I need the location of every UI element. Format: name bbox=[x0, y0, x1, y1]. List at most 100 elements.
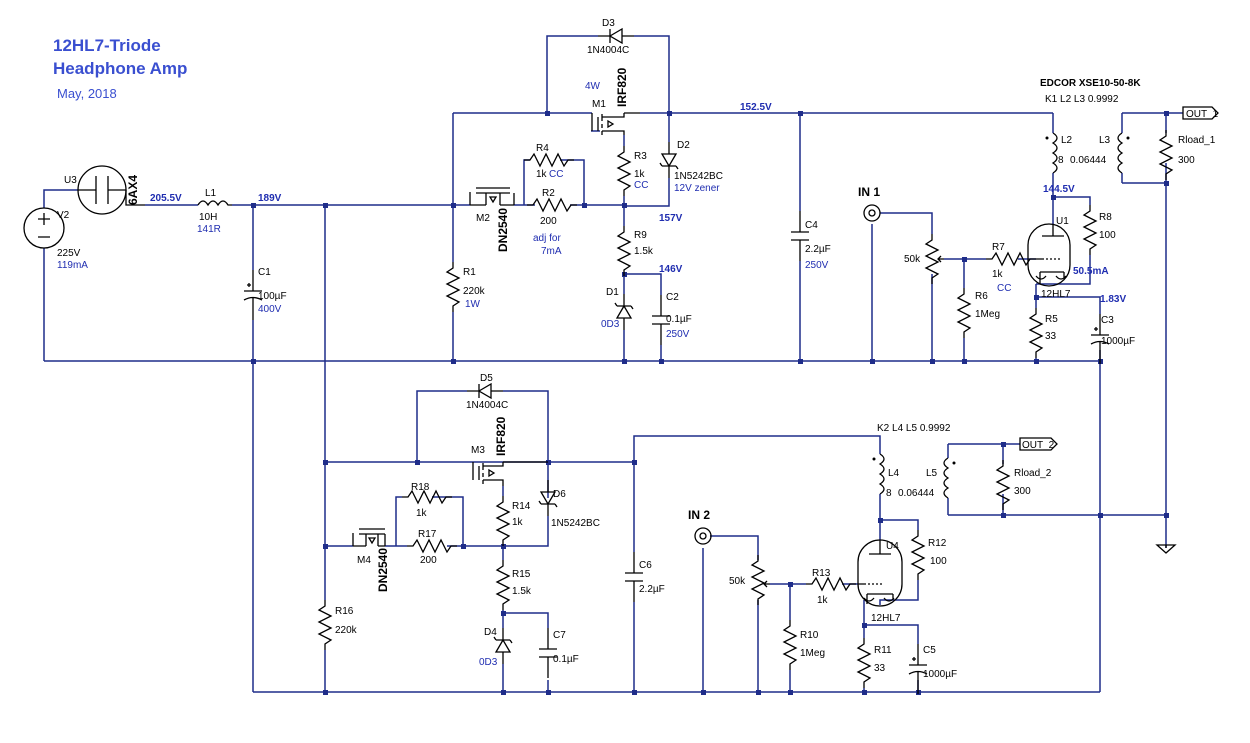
resistor-r6[interactable] bbox=[957, 287, 971, 339]
d2-ref: D2 bbox=[677, 140, 690, 151]
c1-value: 100µF bbox=[258, 291, 287, 302]
v2-current: 119mA bbox=[57, 260, 88, 271]
resistor-r5[interactable] bbox=[1029, 307, 1043, 359]
resistor-r8[interactable] bbox=[1083, 204, 1097, 256]
d1-value: 0D3 bbox=[601, 319, 620, 330]
m1-ref: M1 bbox=[592, 99, 606, 110]
l5-ref: L5 bbox=[926, 468, 938, 479]
c6-value: 2.2µF bbox=[639, 584, 665, 595]
r17-ref: R17 bbox=[418, 529, 437, 540]
resistor-r14[interactable] bbox=[496, 495, 510, 547]
r14-value: 1k bbox=[512, 517, 524, 528]
junction-dots bbox=[251, 111, 1169, 695]
r6-ref: R6 bbox=[975, 291, 988, 302]
rload1-value: 300 bbox=[1178, 155, 1195, 166]
input-jack-in1[interactable] bbox=[863, 204, 881, 222]
title-date: May, 2018 bbox=[57, 86, 117, 101]
d2-value: 1N5242BC bbox=[674, 171, 723, 182]
c7-ref: C7 bbox=[553, 630, 566, 641]
pot1-value: 50k bbox=[904, 254, 921, 265]
l3-value: 0.06444 bbox=[1070, 155, 1107, 166]
rectifier-tube-u3[interactable] bbox=[77, 165, 145, 215]
xfmr-model: EDCOR XSE10-50-8K bbox=[1040, 78, 1141, 89]
inductor-l3[interactable] bbox=[1117, 132, 1123, 174]
net-144v: 144.5V bbox=[1043, 184, 1075, 195]
r13-ref: R13 bbox=[812, 568, 831, 579]
resistor-r15[interactable] bbox=[496, 559, 510, 611]
r12-value: 100 bbox=[930, 556, 947, 567]
mosfet-m3[interactable] bbox=[472, 461, 548, 486]
r8-value: 100 bbox=[1099, 230, 1116, 241]
r15-value: 1.5k bbox=[512, 586, 532, 597]
net-1-83v: 1.83V bbox=[1100, 294, 1126, 305]
diode-d3[interactable] bbox=[597, 28, 635, 44]
l5-value: 0.06444 bbox=[898, 488, 935, 499]
r2-note-2: 7mA bbox=[541, 246, 562, 257]
r11-ref: R11 bbox=[874, 645, 892, 656]
ground-symbol bbox=[1155, 544, 1177, 554]
inductor-l2[interactable] bbox=[1052, 132, 1058, 174]
volume-pot-2[interactable] bbox=[751, 554, 770, 606]
r3-value: 1k bbox=[634, 169, 646, 180]
r3-note: CC bbox=[634, 180, 648, 191]
net-189v: 189V bbox=[258, 193, 282, 204]
voltage-source-v2[interactable] bbox=[23, 207, 65, 249]
inductor-l5[interactable] bbox=[943, 457, 949, 499]
r4-ref: R4 bbox=[536, 143, 549, 154]
resistor-r9[interactable] bbox=[617, 225, 631, 277]
v2-ref: V2 bbox=[57, 210, 70, 221]
d5-value: 1N4004C bbox=[466, 400, 508, 411]
l4-value: 8 bbox=[886, 488, 892, 499]
r2-ref: R2 bbox=[542, 188, 555, 199]
u4-value: 12HL7 bbox=[871, 613, 901, 624]
triode-tube-u1[interactable] bbox=[1027, 223, 1071, 287]
resistor-r1[interactable] bbox=[446, 261, 460, 313]
m3-ref: M3 bbox=[471, 445, 485, 456]
resistor-r12[interactable] bbox=[911, 529, 925, 581]
c7-value: 0.1µF bbox=[553, 654, 579, 665]
output-port-out2[interactable] bbox=[1019, 437, 1058, 451]
m3-value: IRF820 bbox=[494, 416, 508, 456]
c3-ref: C3 bbox=[1101, 315, 1114, 326]
r7-note: CC bbox=[997, 283, 1011, 294]
r14-ref: R14 bbox=[512, 501, 531, 512]
net-146v: 146V bbox=[659, 264, 683, 275]
l1-value: 10H bbox=[199, 212, 217, 223]
net-205v: 205.5V bbox=[150, 193, 182, 204]
input-jack-in2[interactable] bbox=[694, 527, 712, 545]
diode-d5[interactable] bbox=[466, 383, 504, 399]
output-port-out1[interactable] bbox=[1182, 106, 1219, 120]
mosfet-m2[interactable] bbox=[469, 187, 515, 206]
d4-ref: D4 bbox=[484, 627, 497, 638]
resistor-r11[interactable] bbox=[857, 637, 871, 689]
resistor-r16[interactable] bbox=[318, 599, 332, 651]
r17-value: 200 bbox=[420, 555, 437, 566]
inductor-l1[interactable] bbox=[197, 200, 232, 207]
c3-value: 1000µF bbox=[1101, 336, 1135, 347]
m4-value: DN2540 bbox=[376, 548, 390, 592]
in1-label: IN 1 bbox=[858, 185, 880, 199]
triode-tube-u4[interactable] bbox=[857, 539, 903, 607]
r7-value: 1k bbox=[992, 269, 1004, 280]
mosfet-m4[interactable] bbox=[352, 528, 386, 547]
r9-ref: R9 bbox=[634, 230, 647, 241]
mosfet-m1[interactable] bbox=[591, 112, 640, 135]
resistor-r3[interactable] bbox=[617, 145, 631, 197]
l4-ref: L4 bbox=[888, 468, 900, 479]
c4-rating: 250V bbox=[805, 260, 829, 271]
out1-label: OUT_1 bbox=[1186, 109, 1219, 120]
l1-dcr: 141R bbox=[197, 224, 221, 235]
inductor-l4[interactable] bbox=[879, 453, 885, 495]
r1-rating: 1W bbox=[465, 299, 481, 310]
d6-value: 1N5242BC bbox=[551, 518, 600, 529]
v2-value: 225V bbox=[57, 248, 81, 259]
net-157v: 157V bbox=[659, 213, 683, 224]
u3-ref: U3 bbox=[64, 175, 77, 186]
r2-note-1: adj for bbox=[533, 233, 561, 244]
rload2-value: 300 bbox=[1014, 486, 1031, 497]
volume-pot-1[interactable] bbox=[925, 233, 944, 285]
resistor-r10[interactable] bbox=[783, 619, 797, 671]
m2-value: DN2540 bbox=[496, 208, 510, 252]
in2-label: IN 2 bbox=[688, 508, 710, 522]
r8-ref: R8 bbox=[1099, 212, 1112, 223]
